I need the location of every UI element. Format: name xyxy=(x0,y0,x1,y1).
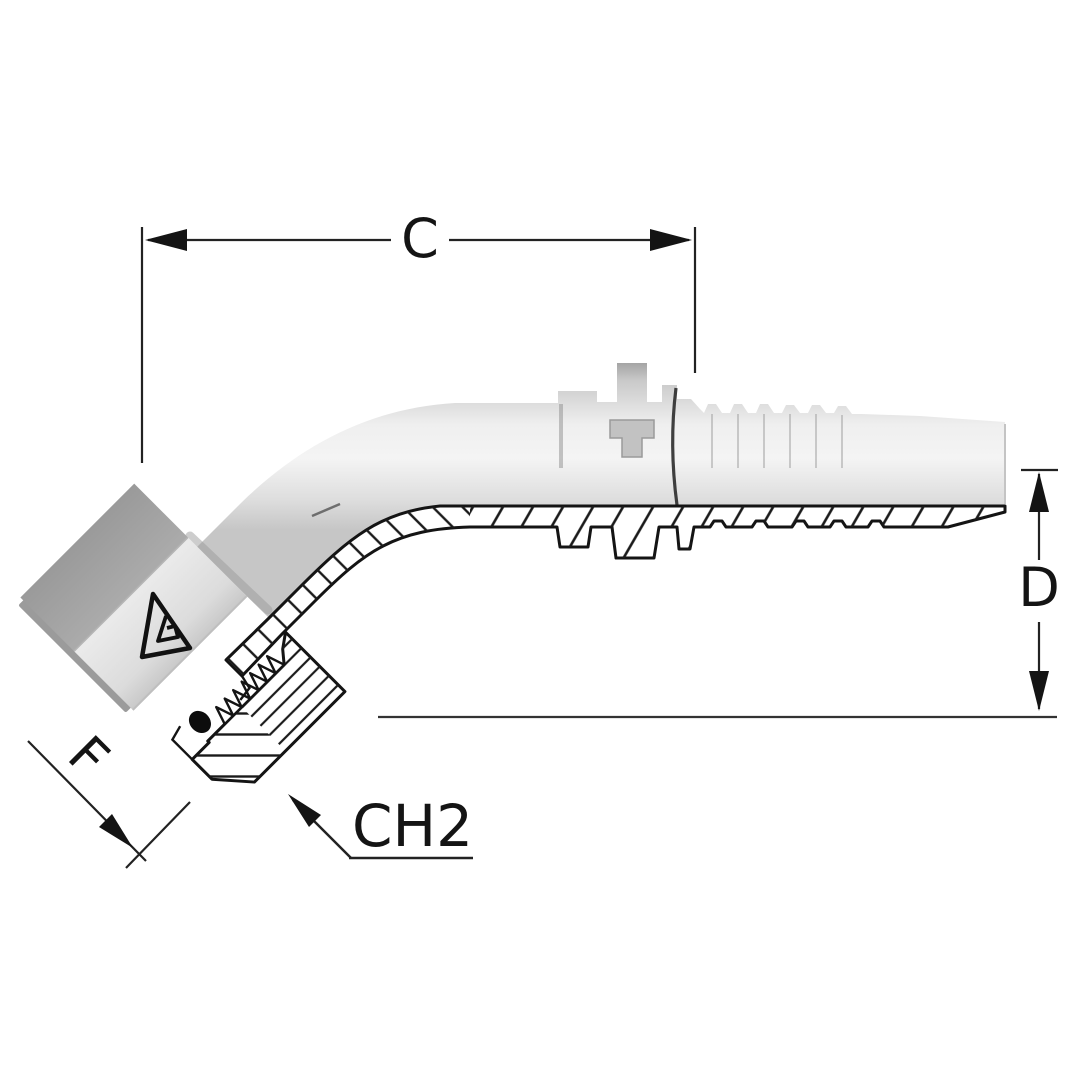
counterbore-lip xyxy=(170,725,194,761)
nipple-nose-step xyxy=(239,676,251,701)
dimension-c xyxy=(140,227,697,463)
c-arrow-left xyxy=(145,229,187,251)
c-arrow-right xyxy=(650,229,692,251)
o-ring-seal xyxy=(188,710,212,734)
section-wall-band xyxy=(224,504,1007,678)
wall-hatch-elbow xyxy=(226,506,470,676)
nut-shadow-streak xyxy=(185,531,273,615)
ch2-arrow xyxy=(288,794,321,827)
dim-label-d: D xyxy=(1018,556,1060,619)
nut-lower-edge xyxy=(132,595,248,711)
callout-ch2 xyxy=(288,794,473,860)
barb-ridge-lines xyxy=(711,414,843,468)
stop-bead-foot xyxy=(609,419,655,458)
d-arrow-up xyxy=(1029,472,1049,512)
nut-front-face xyxy=(74,537,248,711)
dimension-d xyxy=(378,468,1058,719)
nut-top-face xyxy=(20,483,188,652)
nut-facet-edge xyxy=(73,536,189,652)
d-arrow-down xyxy=(1029,671,1049,711)
dimension-f xyxy=(27,740,191,869)
nut-end-sliver xyxy=(19,599,132,712)
nut-section-block xyxy=(170,630,347,784)
brand-logo xyxy=(139,591,193,660)
swivel-nut xyxy=(19,483,248,712)
fitting-body xyxy=(185,363,1006,618)
tube-body xyxy=(197,363,1005,618)
joint-line xyxy=(671,387,679,506)
label-ch2: CH2 xyxy=(352,792,473,860)
wall-hatch-straight xyxy=(470,506,1005,558)
elbow-highlight-dash xyxy=(311,502,341,518)
f-extension-line xyxy=(125,801,191,869)
section-block-hatch-main xyxy=(241,632,345,751)
thread-zigzag xyxy=(215,654,286,726)
section-block-hatch-end xyxy=(192,707,286,783)
dim-label-c: C xyxy=(401,207,439,270)
f-arrow xyxy=(99,814,133,848)
